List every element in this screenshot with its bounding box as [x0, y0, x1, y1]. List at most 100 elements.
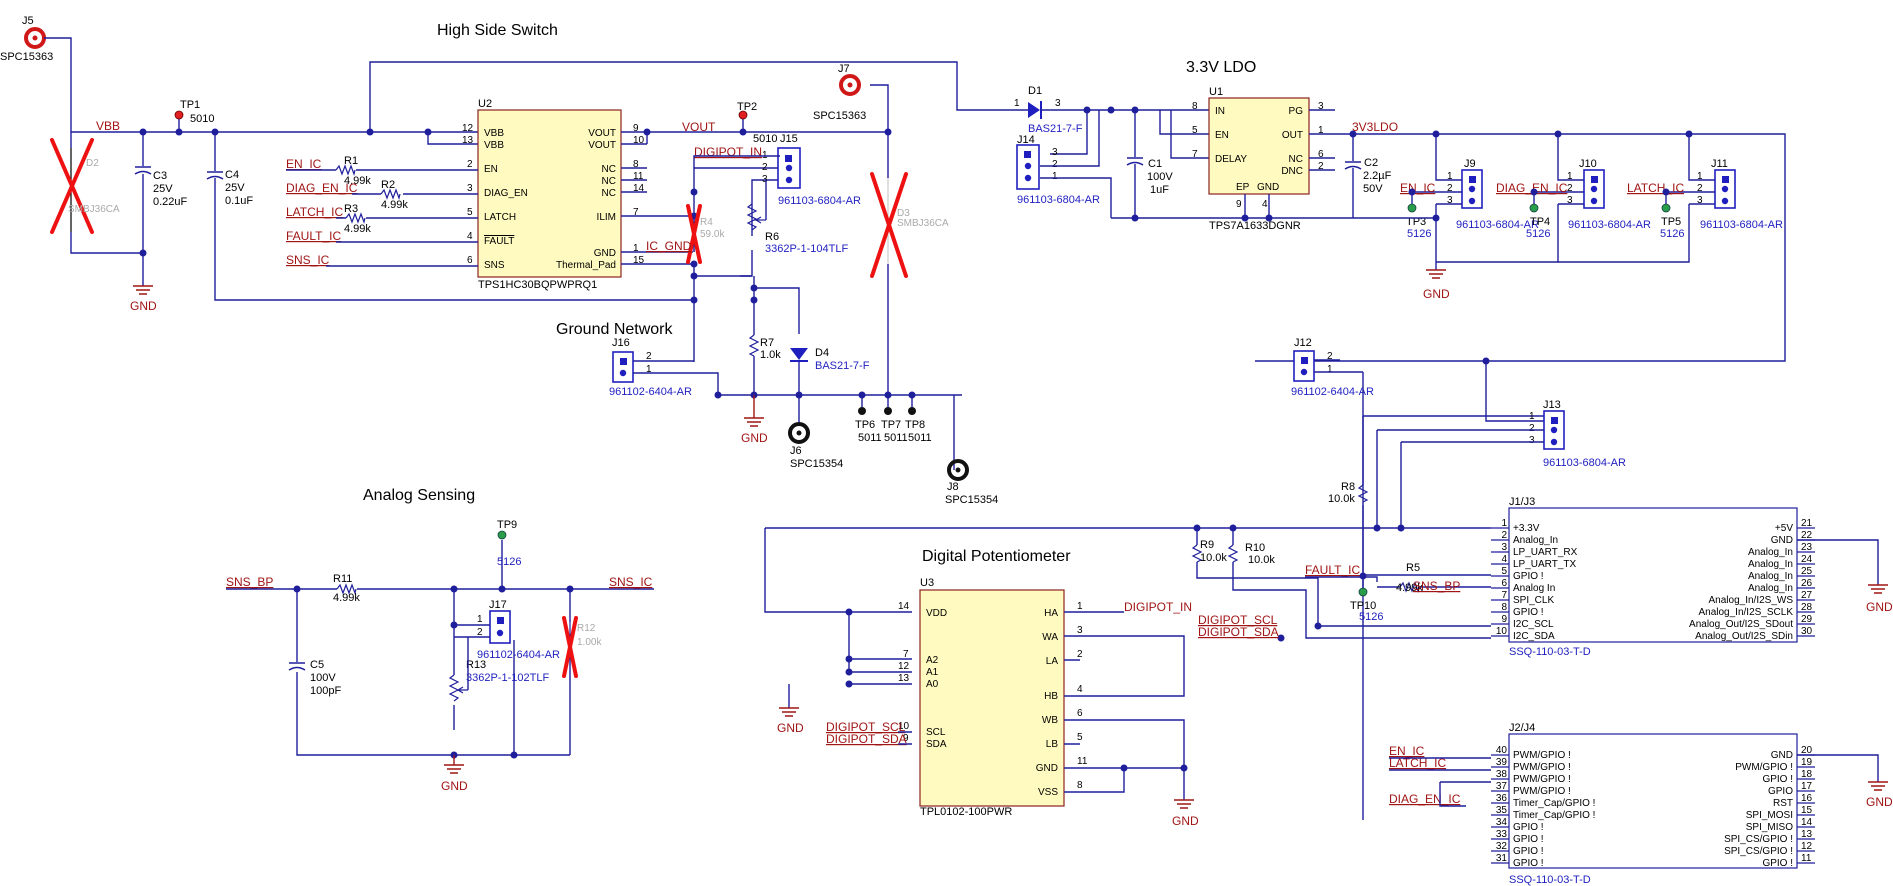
- u3-pin-a1: A1: [926, 667, 939, 678]
- j2j4-right-pinname: GND: [1771, 750, 1793, 761]
- part-d3: SMBJ36CA: [897, 218, 949, 229]
- j2j4-right-pinnum: 15: [1801, 805, 1813, 816]
- j2j4-right-pinnum: 20: [1801, 745, 1813, 756]
- u1-pinnum-4: 4: [1262, 199, 1268, 210]
- val-r7: 1.0k: [760, 349, 781, 361]
- gnd-label-1: GND: [130, 299, 157, 313]
- u1-pinnum-2: 2: [1318, 161, 1324, 172]
- pot-r6: R6 3362P-1-104TLF: [746, 180, 848, 255]
- val-r9: 10.0k: [1200, 552, 1227, 564]
- net-diag-en-ic: DIAG_EN_IC: [286, 181, 358, 195]
- u3-pinnum-10: 10: [898, 721, 910, 732]
- volt-c5: 100V: [310, 672, 336, 684]
- val-c3: 0.22uF: [153, 196, 188, 208]
- header-j17: 1 2 J17 961102-6404-AR: [477, 599, 560, 661]
- title-digital-potentiometer: Digital Potentiometer: [922, 548, 1071, 565]
- j2j4-left-pinname: GPIO !: [1513, 834, 1544, 845]
- part-u1: TPS7A1633DGNR: [1209, 220, 1301, 232]
- u2-pinnum-5: 5: [467, 207, 473, 218]
- wire-ldo-en: [1159, 110, 1209, 159]
- title-ldo: 3.3V LDO: [1186, 59, 1256, 76]
- u3-pin-scl: SCL: [926, 727, 946, 738]
- j1j3-left-pinname: +3.3V: [1513, 523, 1540, 534]
- part-j6: SPC15354: [790, 458, 843, 470]
- wire-j10: [1436, 134, 1584, 263]
- u2-left-inputs: EN_IC R1 4.99k DIAG_EN_IC R2 4.99k LATCH…: [286, 155, 478, 267]
- val-r12: 1.00k: [577, 637, 602, 648]
- j2j4-left-pinnum: 31: [1496, 853, 1508, 864]
- ref-j11: J11: [1711, 158, 1728, 170]
- u2-right-stubs: [621, 131, 694, 265]
- ic-u1: U1 TPS7A1633DGNR IN EN DELAY 8 5 7 PG OU…: [1192, 86, 1324, 232]
- ic-u2: U2 TPS1HC30BQPWPRQ1 VBB VBB EN DIAG_EN L…: [462, 98, 645, 291]
- j2j4-right-pinnum: 14: [1801, 817, 1813, 828]
- ref-r6: R6: [765, 231, 779, 243]
- volt-c4: 25V: [225, 182, 245, 194]
- wire-d2: [70, 132, 143, 254]
- j2j4-left-pinnum: 37: [1496, 781, 1508, 792]
- gnd-symbol-2: GND: [741, 395, 768, 445]
- j1j3-right-pinname: Analog_In: [1748, 559, 1793, 570]
- u3-pin-hb: HB: [1044, 691, 1058, 702]
- j2j4-left-pinname: PWM/GPIO !: [1513, 774, 1571, 785]
- ref-u2: U2: [478, 98, 492, 110]
- ref-j8: J8: [947, 481, 959, 493]
- gnd-symbol-6: GND: [777, 707, 804, 735]
- net-digipot-in-1: DIGIPOT_IN: [694, 145, 762, 159]
- j1j3-right-pinname: Analog_In: [1748, 547, 1793, 558]
- u1-pin-in: IN: [1215, 106, 1225, 117]
- part-j5: SPC15363: [0, 51, 53, 63]
- ref-r12: R12: [577, 623, 596, 634]
- j1j3-left-pinnum: 4: [1501, 554, 1507, 565]
- val-c4: 0.1uF: [225, 195, 253, 207]
- gnd-symbol-5: GND: [1866, 781, 1893, 809]
- j1j3-left-pinnum: 6: [1501, 578, 1507, 589]
- j14-pin1: 1: [1052, 171, 1058, 182]
- part-tp6: 5011: [858, 432, 882, 444]
- j2j4-left-pinnum: 40: [1496, 745, 1508, 756]
- part-tp2: 5010: [753, 133, 777, 145]
- title-analog-sensing: Analog Sensing: [363, 487, 475, 504]
- testpoint-tp3: TP3 5126: [1406, 192, 1431, 240]
- u1-pinnum-6: 6: [1318, 149, 1324, 160]
- testpoint-tp2: TP2 5010: [737, 101, 777, 145]
- j1j3-right-pinnum: 28: [1801, 602, 1813, 613]
- net-fault-ic-2: FAULT_IC: [1305, 563, 1360, 577]
- part-j1j3: SSQ-110-03-T-D: [1509, 646, 1591, 658]
- j1j3-right-pinnum: 30: [1801, 626, 1813, 637]
- wire-j2j4-nets: [1389, 757, 1491, 807]
- j2j4-left-pinname: GPIO !: [1513, 822, 1544, 833]
- wire-j15-1: [693, 155, 780, 168]
- ref-tp2: TP2: [737, 101, 757, 113]
- j1j3-right-pinname: Analog_Out/I2S_SDin: [1695, 631, 1793, 642]
- ref-tp8: TP8: [905, 419, 925, 431]
- net-fault-ic: FAULT_IC: [286, 229, 341, 243]
- u2-pinnum-12: 12: [462, 123, 474, 134]
- j1j3-right-pinname: Analog_In: [1748, 583, 1793, 594]
- cap-c4: C4 25V 0.1uF: [206, 169, 253, 207]
- u2-pinnum-13: 13: [462, 135, 474, 146]
- net-diag-en-ic-3: DIAG_EN_IC: [1389, 792, 1461, 806]
- j2j4-left-pinnum: 36: [1496, 793, 1508, 804]
- u2-pin-nc-3: NC: [602, 188, 616, 199]
- wire-ldo-in: [1016, 109, 1209, 155]
- wire-vbb: [44, 37, 370, 133]
- u2-pin-nc-1: NC: [602, 164, 616, 175]
- j1j3-left-pinname: LP_UART_RX: [1513, 547, 1578, 558]
- u2-pin-diag-en: DIAG_EN: [484, 188, 528, 199]
- j1j3-left-pinnum: 7: [1501, 590, 1507, 601]
- j1j3-left-pinname: LP_UART_TX: [1513, 559, 1577, 570]
- j1j3-left-pinnum: 10: [1496, 626, 1508, 637]
- ref-j2j4: J2/J4: [1509, 722, 1535, 734]
- resistor-r12: R12 1.00k: [562, 589, 602, 755]
- u2-pinnum-1: 1: [633, 243, 639, 254]
- j2j4-right-pinnum: 18: [1801, 769, 1813, 780]
- ref-j16: J16: [612, 337, 630, 349]
- part-j17: 961102-6404-AR: [477, 649, 560, 661]
- val-c5: 100pF: [310, 685, 341, 697]
- u3-pinnum-9: 9: [903, 733, 909, 744]
- j1j3-left-pinnum: 2: [1501, 530, 1507, 541]
- j10-pin2: 2: [1567, 183, 1573, 194]
- j2j4-left-pinname: GPIO !: [1513, 858, 1544, 869]
